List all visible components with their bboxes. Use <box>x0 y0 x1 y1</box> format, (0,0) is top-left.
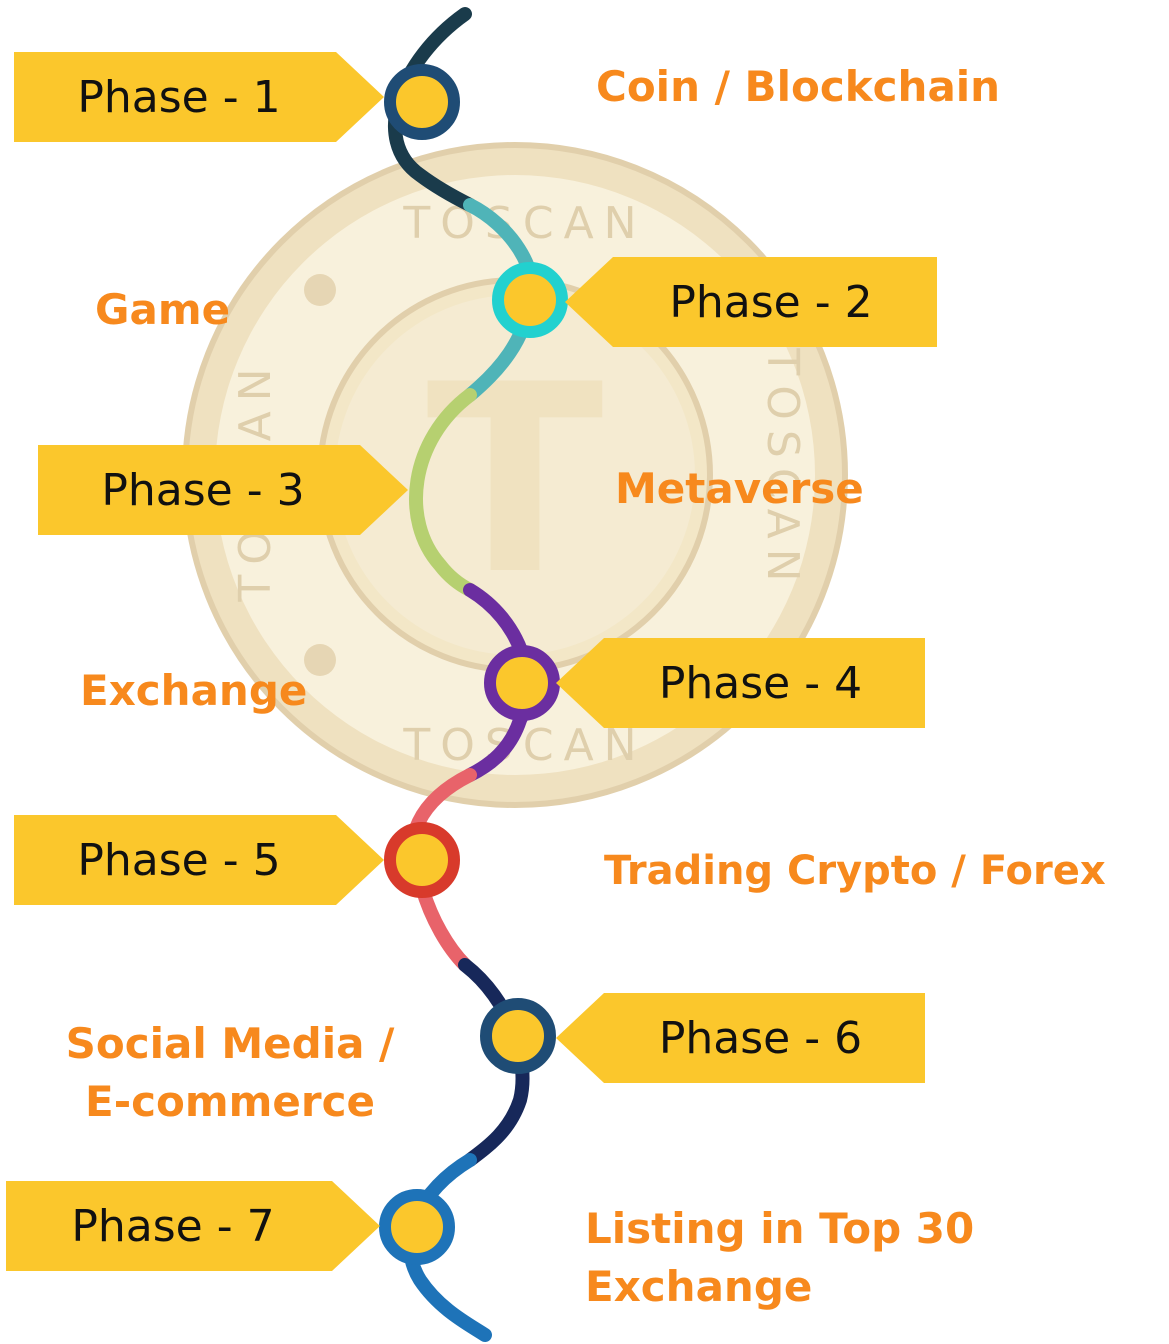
phase-3-tag: Phase - 3 <box>38 445 408 535</box>
phase-7-tag: Phase - 7 <box>6 1181 380 1271</box>
path-segment-7 <box>403 1153 492 1342</box>
phase-5-tag-text: Phase - 5 <box>77 834 281 886</box>
phase-2-label: Game <box>95 285 231 334</box>
path-segment-6 <box>458 958 530 1167</box>
coin-dot-bottom-left <box>304 644 336 676</box>
phase-3-tag-text: Phase - 3 <box>101 464 305 516</box>
phase-1-tag: Phase - 1 <box>14 52 384 142</box>
phase-4-tag: Phase - 4 <box>556 638 925 728</box>
phase-6-tag-text: Phase - 6 <box>658 1012 863 1064</box>
phase-5-tag: Phase - 5 <box>14 815 384 905</box>
phase-6-tag: Phase - 6 <box>556 993 925 1083</box>
coin-ring-text-right: TOSCAN <box>757 347 808 591</box>
phase-5-label: Trading Crypto / Forex <box>604 848 1106 894</box>
phase-2-node <box>492 262 568 338</box>
phase-4-label: Exchange <box>80 666 308 715</box>
phase-6-label-line-2: E-commerce <box>85 1077 375 1126</box>
phase-7-label: Listing in Top 30 Exchange <box>585 1200 974 1316</box>
phase-5-node <box>384 822 460 898</box>
phase-7-node <box>379 1189 455 1265</box>
coin-dot-top-left <box>304 274 336 306</box>
phase-6-node <box>480 998 556 1074</box>
phase-1-node <box>384 64 460 140</box>
path-segment-1 <box>388 7 477 212</box>
coin-inner-face <box>335 295 695 655</box>
phase-1-label: Coin / Blockchain <box>596 62 1001 111</box>
phase-2-tag: Phase - 2 <box>565 257 937 347</box>
phase-4-tag-text: Phase - 4 <box>658 657 863 709</box>
phase-6-label-line-1: Social Media / <box>65 1019 395 1068</box>
phase-7-tag-text: Phase - 7 <box>71 1200 275 1252</box>
phase-3-label: Metaverse <box>615 464 864 513</box>
phase-2-tag-text: Phase - 2 <box>669 276 873 328</box>
phase-4-node <box>484 645 560 721</box>
phase-1-tag-text: Phase - 1 <box>77 71 281 123</box>
phase-7-label-line-1: Listing in Top 30 <box>585 1204 975 1253</box>
path-segment-3 <box>409 388 477 597</box>
phase-6-label: Social Media / E-commerce <box>45 1015 415 1131</box>
phase-7-label-line-2: Exchange <box>585 1262 813 1311</box>
